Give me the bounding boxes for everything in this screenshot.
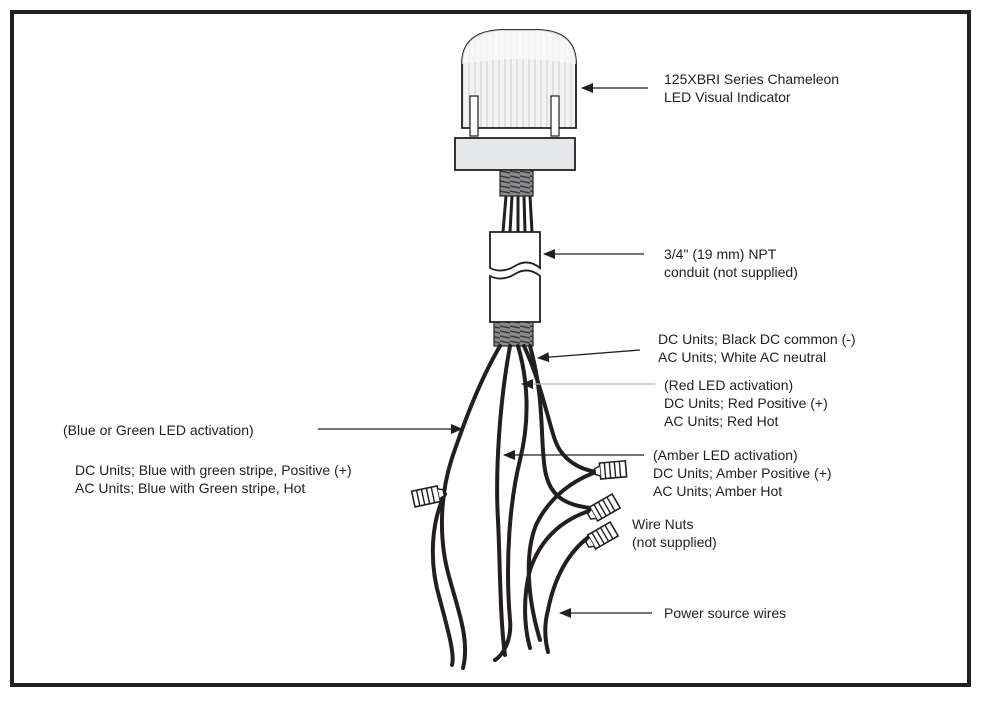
wire-nuts-label-line2: (not supplied) (632, 534, 717, 550)
wire-nut-blue (410, 484, 446, 508)
power-source-wires (430, 468, 604, 667)
common-wire-label-line1: DC Units; Black DC common (-) (658, 331, 856, 347)
common-wire-leader-arrow (537, 349, 641, 363)
conduit-label: 3/4" (19 mm) NPT conduit (not supplied) (664, 245, 798, 281)
amber-wire-label-line2: DC Units; Amber Positive (+) (653, 465, 832, 481)
common-wire-label: DC Units; Black DC common (-) AC Units; … (658, 330, 856, 366)
red-wire-label-line1: (Red LED activation) (664, 377, 794, 393)
common-wire-label-line2: AC Units; White AC neutral (658, 349, 827, 365)
blue-wire-units-label: DC Units; Blue with green stripe, Positi… (75, 461, 352, 497)
conduit-label-line1: 3/4" (19 mm) NPT (664, 246, 777, 262)
wire-bundle (501, 195, 534, 233)
blue-wire-activation-label: (Blue or Green LED activation) (63, 421, 254, 439)
amber-wire-label-line3: AC Units; Amber Hot (653, 483, 783, 499)
wire-nut-red (586, 492, 622, 523)
wire-nut-common (584, 520, 620, 551)
power-source-label-text: Power source wires (664, 605, 787, 621)
wire-nuts-label: Wire Nuts (not supplied) (632, 515, 717, 551)
red-wire-label: (Red LED activation) DC Units; Red Posit… (664, 376, 828, 430)
beacon-dome (461, 29, 577, 137)
wire-nut-amber (594, 459, 628, 480)
amber-wire-label: (Amber LED activation) DC Units; Amber P… (653, 446, 832, 500)
blue-wire-ac-text: AC Units; Blue with Green stripe, Hot (75, 480, 306, 496)
red-wire-label-line2: DC Units; Red Positive (+) (664, 395, 828, 411)
blue-wire-dc-text: DC Units; Blue with green stripe, Positi… (75, 462, 352, 478)
upper-threaded-stem (499, 169, 534, 197)
blue-wire-activation-text: (Blue or Green LED activation) (63, 422, 254, 438)
conduit-pipe (489, 231, 541, 323)
beacon-base (454, 137, 576, 171)
wire-nuts-label-line1: Wire Nuts (632, 516, 694, 532)
power-source-label: Power source wires (664, 604, 786, 622)
lead-wires (440, 344, 600, 670)
diagram-frame (10, 10, 971, 687)
indicator-label-line2: LED Visual Indicator (664, 89, 791, 105)
red-wire-label-line3: AC Units; Red Hot (664, 413, 779, 429)
lower-threaded-stem (493, 321, 534, 347)
conduit-label-line2: conduit (not supplied) (664, 264, 798, 280)
amber-wire-label-line1: (Amber LED activation) (653, 447, 798, 463)
indicator-label-line1: 125XBRI Series Chameleon (664, 71, 840, 87)
indicator-label: 125XBRI Series Chameleon LED Visual Indi… (664, 70, 839, 106)
